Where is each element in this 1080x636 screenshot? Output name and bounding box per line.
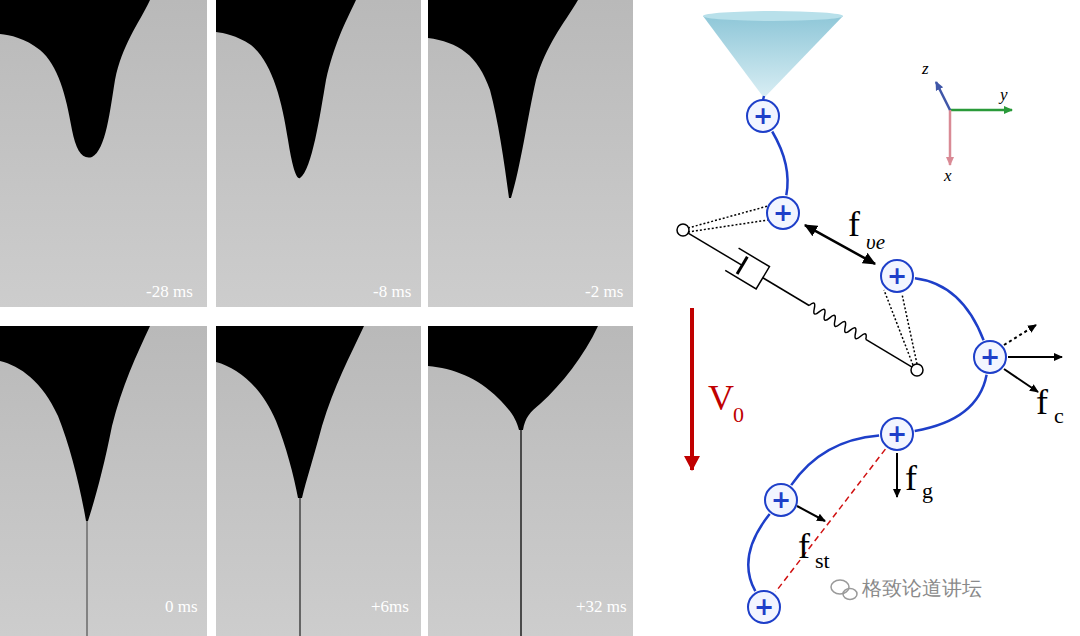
viscoelastic-element — [677, 206, 923, 378]
fiber-segment — [791, 435, 879, 485]
bead-node: + — [747, 590, 781, 624]
velocity-symbol: V — [708, 380, 734, 416]
axis-label: x — [944, 167, 952, 184]
velocity-subscript: 0 — [733, 404, 744, 426]
time-label: -28 ms — [146, 283, 193, 300]
bead-charge: + — [754, 595, 774, 619]
force-symbol: f — [905, 460, 917, 496]
bead-charge: + — [887, 422, 907, 446]
force-subscript: g — [922, 480, 933, 502]
force-symbol: f — [1036, 384, 1048, 420]
bead-charge: + — [887, 264, 907, 288]
bead-node: + — [764, 483, 798, 517]
fiber-segment — [915, 375, 987, 431]
fiber-segment — [776, 449, 886, 592]
velocity-arrow — [690, 308, 694, 470]
photo-panel — [428, 0, 633, 307]
fiber-segment — [915, 278, 984, 340]
fiber-segment — [748, 514, 769, 591]
bead-node: + — [973, 340, 1007, 374]
photo-panel — [428, 326, 633, 636]
time-label: +6ms — [371, 598, 409, 615]
photo-panel — [216, 326, 421, 636]
time-label: -2 ms — [585, 283, 623, 300]
photo-panel — [0, 0, 207, 307]
force-subscript: c — [1054, 405, 1064, 427]
time-label: -8 ms — [373, 283, 411, 300]
bead-charge: + — [753, 104, 773, 128]
bead-node: + — [746, 99, 780, 133]
force-symbol: f — [848, 206, 860, 242]
photo-panel — [216, 0, 421, 307]
bead-node: + — [766, 196, 800, 230]
nozzle-cone — [703, 16, 843, 98]
photo-panel — [0, 326, 207, 636]
fiber-segment — [772, 132, 787, 196]
time-label: 0 ms — [165, 598, 198, 615]
bead-node: + — [880, 417, 914, 451]
axes — [936, 82, 1012, 165]
axis-label: y — [1000, 86, 1008, 103]
axis-label: z — [922, 60, 929, 77]
force-subscript: υe — [866, 232, 885, 253]
force-arrow — [805, 225, 875, 264]
bead-charge: + — [771, 488, 791, 512]
force-arrows — [797, 325, 1062, 521]
force-subscript: st — [815, 550, 830, 572]
nozzle-top — [703, 11, 843, 21]
force-symbol: f — [798, 528, 810, 564]
bead-charge: + — [773, 201, 793, 225]
watermark: 格致论道讲坛 — [862, 578, 982, 598]
wechat-icon — [831, 580, 857, 600]
bead-charge: + — [980, 345, 1000, 369]
time-label: +32 ms — [576, 598, 627, 615]
bead-node: + — [880, 259, 914, 293]
